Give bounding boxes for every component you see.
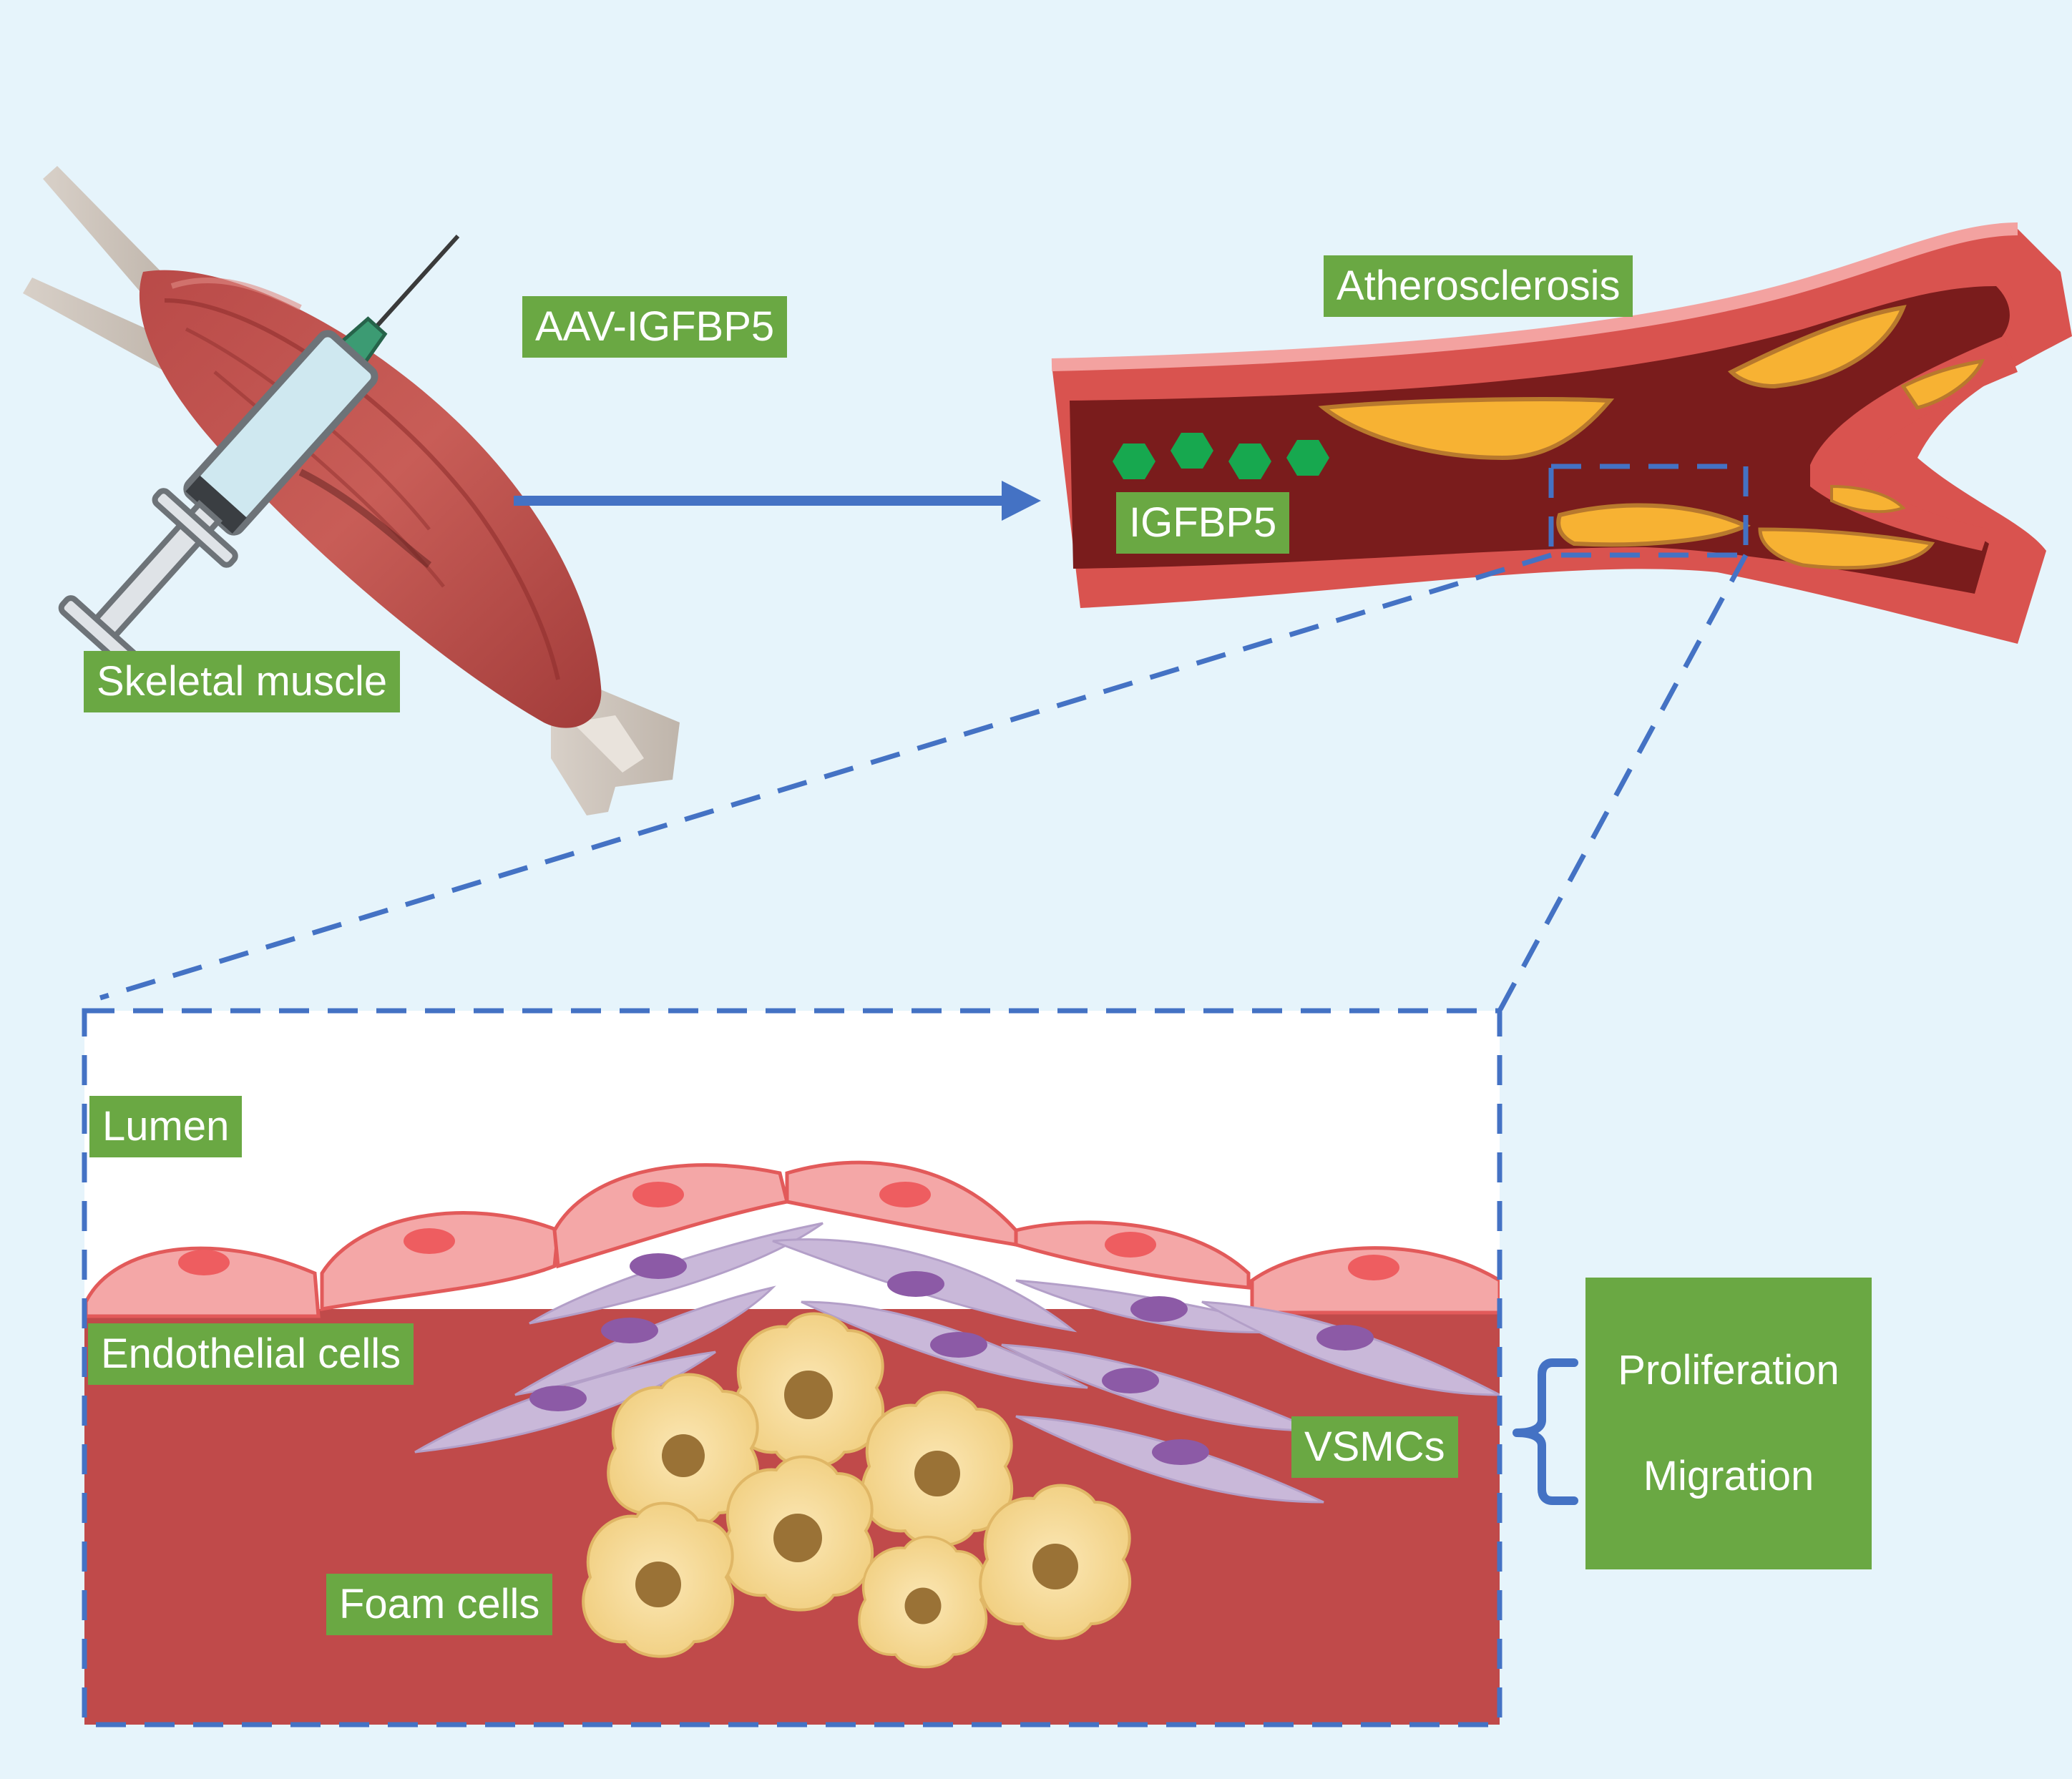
igfbp5-particle-icon bbox=[1171, 433, 1213, 469]
foam-cell-icon bbox=[732, 1312, 885, 1469]
vsmc-layer bbox=[414, 1222, 1500, 1504]
vsmcs-label: VSMCs bbox=[1291, 1416, 1458, 1478]
atherosclerosis-label: Atherosclerosis bbox=[1324, 255, 1633, 317]
foam-cell-icon bbox=[979, 1484, 1132, 1640]
igfbp5-particle-icon bbox=[1113, 443, 1155, 479]
igfbp5-particle-icon bbox=[1228, 443, 1271, 479]
zoom-indicator bbox=[99, 464, 1749, 1012]
skeletal-muscle-label: Skeletal muscle bbox=[84, 651, 401, 712]
migration-label: Migration bbox=[1643, 1453, 1814, 1499]
endothelial-cells-label: Endothelial cells bbox=[88, 1323, 414, 1385]
muscle-icon bbox=[23, 166, 680, 815]
outcome-box: Proliferation Migration bbox=[1585, 1278, 1872, 1569]
bracket-icon bbox=[1513, 1358, 1578, 1505]
endothelial-cell-icon bbox=[552, 1163, 790, 1269]
igfbp5-particles bbox=[1113, 433, 1329, 479]
foam-cell-icon bbox=[861, 1391, 1014, 1547]
proliferation-label: Proliferation bbox=[1618, 1347, 1839, 1393]
foam-cell-icon bbox=[582, 1501, 735, 1658]
lumen-label: Lumen bbox=[89, 1096, 243, 1157]
igfbp5-particle-icon bbox=[1286, 440, 1329, 476]
injection-arrow bbox=[514, 481, 1041, 521]
endothelial-layer bbox=[84, 1160, 1500, 1318]
aav-igfbp5-label: AAV-IGFBP5 bbox=[522, 296, 788, 358]
foam-cell-cluster bbox=[582, 1312, 1132, 1669]
foam-cell-icon bbox=[858, 1535, 988, 1669]
foam-cell-icon bbox=[721, 1455, 874, 1612]
foam-cells-label: Foam cells bbox=[326, 1574, 553, 1635]
artery-icon bbox=[1051, 222, 2072, 644]
igfbp5-label: IGFBP5 bbox=[1116, 492, 1290, 554]
endothelial-cell-icon bbox=[84, 1246, 321, 1318]
zoom-panel bbox=[82, 1008, 1502, 1727]
